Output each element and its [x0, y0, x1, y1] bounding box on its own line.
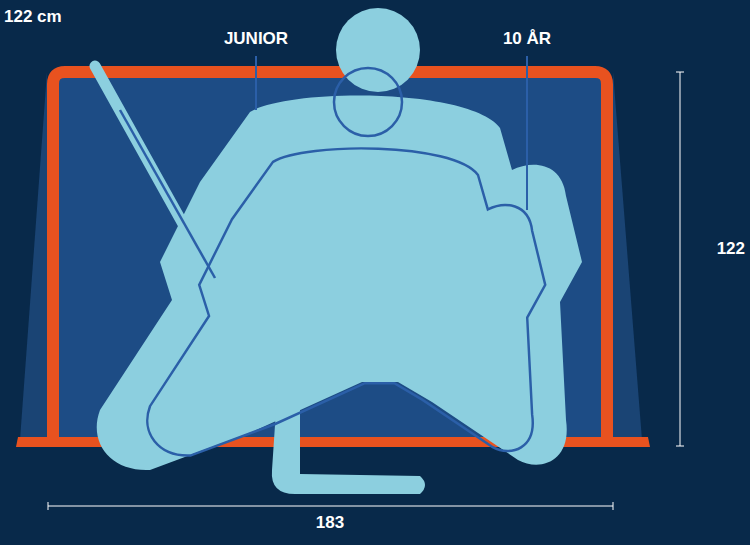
- dimension-tick: [676, 72, 684, 73]
- child-head: [334, 68, 402, 136]
- goalie-head: [336, 8, 420, 92]
- age-label: 10 ÅR: [503, 30, 551, 49]
- dimension-tick: [48, 502, 49, 510]
- child-goalie: [147, 148, 545, 455]
- leader-line: [255, 56, 257, 110]
- dimension-label: 122 cm: [4, 8, 62, 27]
- net-side: [613, 72, 642, 440]
- stick-blade: [272, 380, 425, 494]
- dimension-tick: [613, 502, 614, 510]
- net-side: [20, 72, 47, 440]
- junior-goalie: [97, 96, 582, 470]
- dimension-label: 122: [717, 240, 745, 259]
- dimension-tick: [676, 446, 684, 447]
- dimension-label: 183: [316, 514, 344, 533]
- dimension-line: [680, 72, 681, 446]
- child-stick: [120, 110, 215, 278]
- size-label: JUNIOR: [224, 30, 288, 49]
- dimension-line: [48, 506, 613, 507]
- leader-line: [526, 56, 528, 210]
